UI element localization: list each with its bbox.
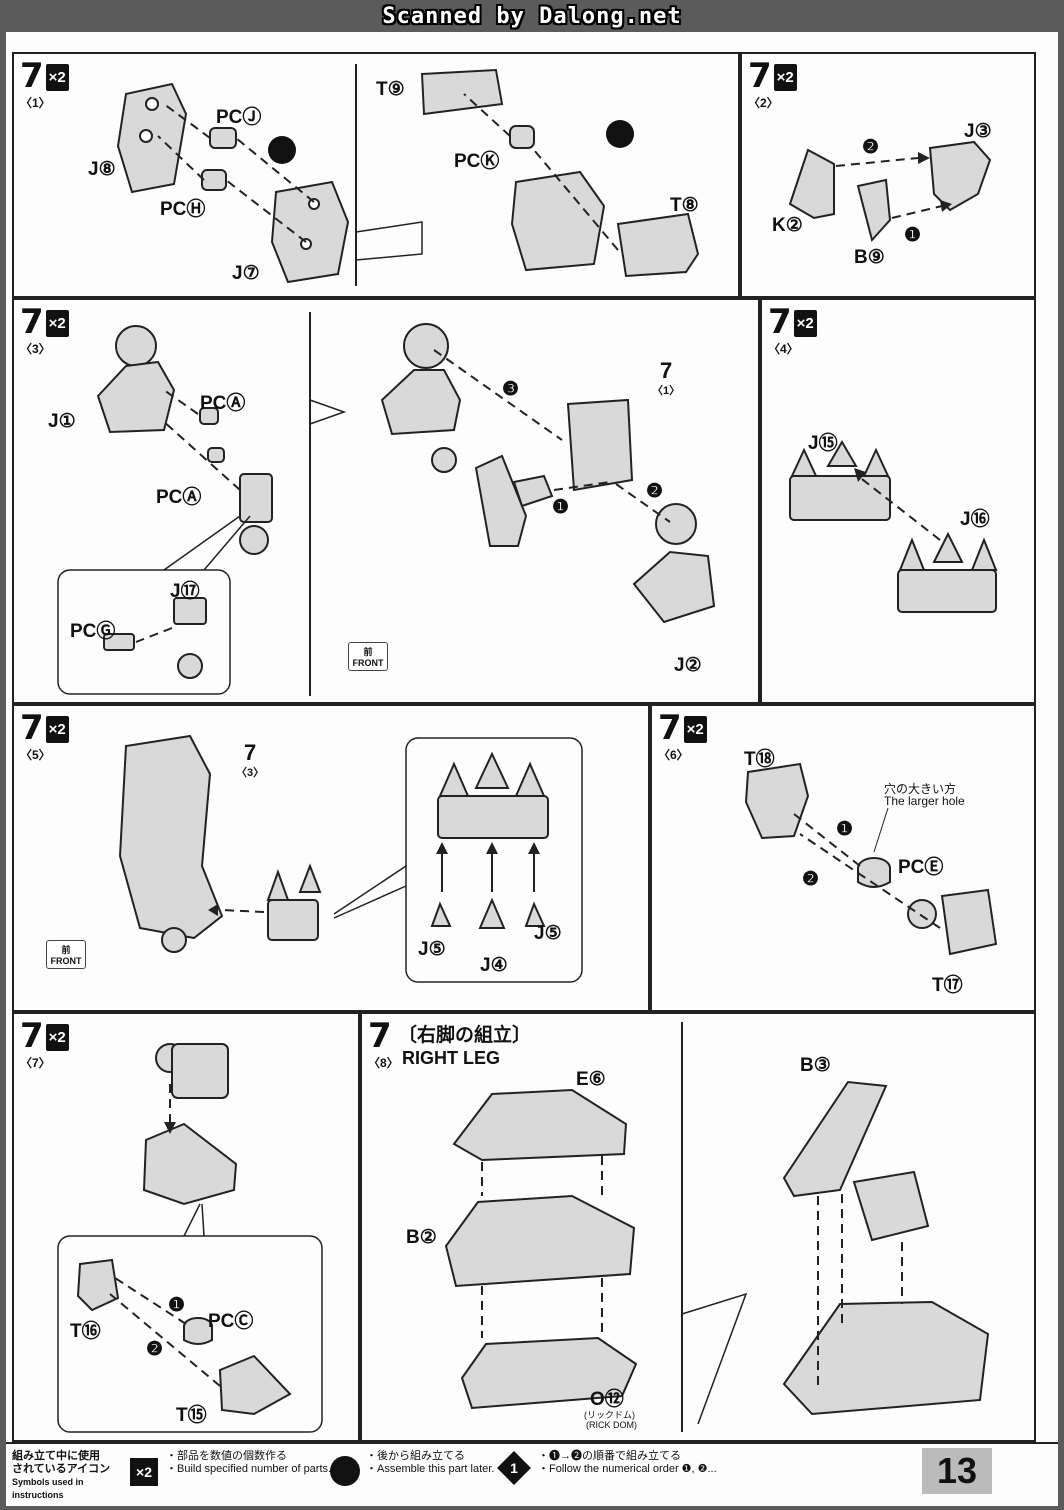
panel-7-4: 7×2〈4〉 J⑮ J⑯	[760, 298, 1036, 704]
step-marker: ❸	[502, 379, 520, 400]
part-label: T⑯	[70, 1321, 101, 1342]
panel-7-7: 7×2〈7〉 T⑯ PCⒸ T⑮ ❶ ❷	[12, 1012, 360, 1442]
sub-assembly-ref: 7〈3〉	[236, 740, 265, 780]
legend-item-multiplier: ・部品を数値の個数作る・Build specified number of pa…	[166, 1450, 332, 1475]
page-number: 13	[922, 1448, 992, 1494]
part-label: PCⒽ	[160, 199, 206, 220]
step-marker: ❷	[146, 1339, 164, 1360]
parts-illustration	[788, 140, 992, 243]
part-label: T⑱	[744, 749, 775, 770]
part-label: B②	[406, 1227, 437, 1248]
icon-multiplier: ×2	[130, 1458, 158, 1486]
hole-note-jp: 穴の大きい方	[884, 782, 957, 796]
part-note-en: (RICK DOM)	[586, 1420, 637, 1430]
panel-7-1: 7×2〈1〉 PCⒿ J⑧ PCⒽ J⑦ T⑨ PCⓀ T⑧	[12, 52, 740, 298]
part-label: J⑦	[232, 263, 260, 284]
sub-assembly-ref: 7〈1〉	[652, 358, 681, 398]
panel-7-6: 7×2〈6〉 T⑱ PCⒺ T⑰ ❶ ❷ 穴の大きい方 The larger h…	[650, 704, 1036, 1012]
part-label: J①	[48, 411, 76, 432]
part-label: PCⓀ	[454, 151, 500, 172]
part-label: PCⒸ	[208, 1311, 254, 1332]
part-label: J②	[674, 655, 702, 676]
parts-illustration	[744, 762, 998, 956]
part-label: B③	[800, 1055, 831, 1076]
part-label: J③	[964, 121, 992, 142]
step-marker: ❶	[904, 225, 922, 246]
step-badge: 7×2〈3〉	[20, 305, 69, 357]
part-label: J⑯	[960, 509, 990, 530]
part-label: O⑫	[590, 1389, 624, 1410]
part-label: T⑮	[176, 1405, 207, 1426]
parts-illustration	[789, 440, 998, 613]
part-label: PCⒿ	[216, 107, 262, 128]
part-label: T⑰	[932, 975, 963, 996]
step-badge: 7×2〈7〉	[20, 1019, 69, 1071]
step-marker: ❷	[802, 869, 820, 890]
part-label: J⑤	[534, 923, 562, 944]
step-marker: ❷	[862, 137, 880, 158]
part-label: J④	[480, 955, 508, 976]
part-label: J⑰	[170, 581, 200, 602]
parts-illustration	[116, 64, 700, 286]
section-title-jp: 〔右脚の組立〕	[398, 1025, 532, 1046]
part-label: T⑨	[376, 79, 405, 100]
icon-assemble-later	[330, 1456, 360, 1486]
step-marker: ❶	[836, 819, 854, 840]
symbols-legend: 組み立て中に使用されているアイコン Symbols used in instru…	[6, 1442, 1058, 1506]
part-note-jp: (リックドム)	[584, 1410, 635, 1420]
step-badge: 7×2〈6〉	[658, 711, 707, 763]
hole-note-en: The larger hole	[884, 794, 965, 808]
part-label: T⑧	[670, 195, 699, 216]
part-label: PCⒶ	[200, 393, 246, 414]
part-label: PCⒶ	[156, 487, 202, 508]
parts-illustration	[57, 312, 716, 696]
part-label: K②	[772, 215, 803, 236]
step-marker: ❶	[552, 497, 570, 518]
legend-item-order: ・❶→❷の順番で組み立てる・Follow the numerical order…	[538, 1450, 717, 1475]
part-label: J⑤	[418, 939, 446, 960]
part-label: J⑧	[88, 159, 116, 180]
step-marker: ❷	[646, 481, 664, 502]
step-badge: 7〈8〉	[368, 1016, 399, 1070]
part-label: B⑨	[854, 247, 885, 268]
section-title-en: RIGHT LEG	[402, 1048, 500, 1068]
legend-item-later: ・後から組み立てる・Assemble this part later.	[366, 1450, 495, 1475]
part-label: PCⒺ	[898, 857, 944, 878]
part-label: J⑮	[808, 433, 838, 454]
step-marker: ❶	[168, 1295, 186, 1316]
legend-title: 組み立て中に使用されているアイコン Symbols used in instru…	[12, 1450, 111, 1500]
parts-illustration	[57, 1043, 323, 1433]
panel-7-3: 7×2〈3〉 J① PCⒶ	[12, 298, 760, 704]
watermark-text: Scanned by Dalong.net	[382, 4, 682, 29]
parts-illustration	[118, 734, 583, 983]
part-label: PCⒼ	[70, 621, 116, 642]
step-badge: 7×2〈4〉	[768, 305, 817, 357]
parts-illustration	[444, 1022, 990, 1432]
step-badge: 7×2〈1〉	[20, 59, 69, 111]
step-badge: 7×2〈5〉	[20, 711, 69, 763]
step-badge: 7×2〈2〉	[748, 59, 797, 111]
panel-7-8: 7〈8〉 〔右脚の組立〕 RIGHT LEG E⑥ B② O⑫ (リックドム) …	[360, 1012, 1036, 1442]
icon-order-step-number: 1	[510, 1460, 518, 1476]
panel-7-2: 7×2〈2〉 ❷ ❶ J③ K② B⑨	[740, 52, 1036, 298]
part-label: E⑥	[576, 1069, 606, 1090]
